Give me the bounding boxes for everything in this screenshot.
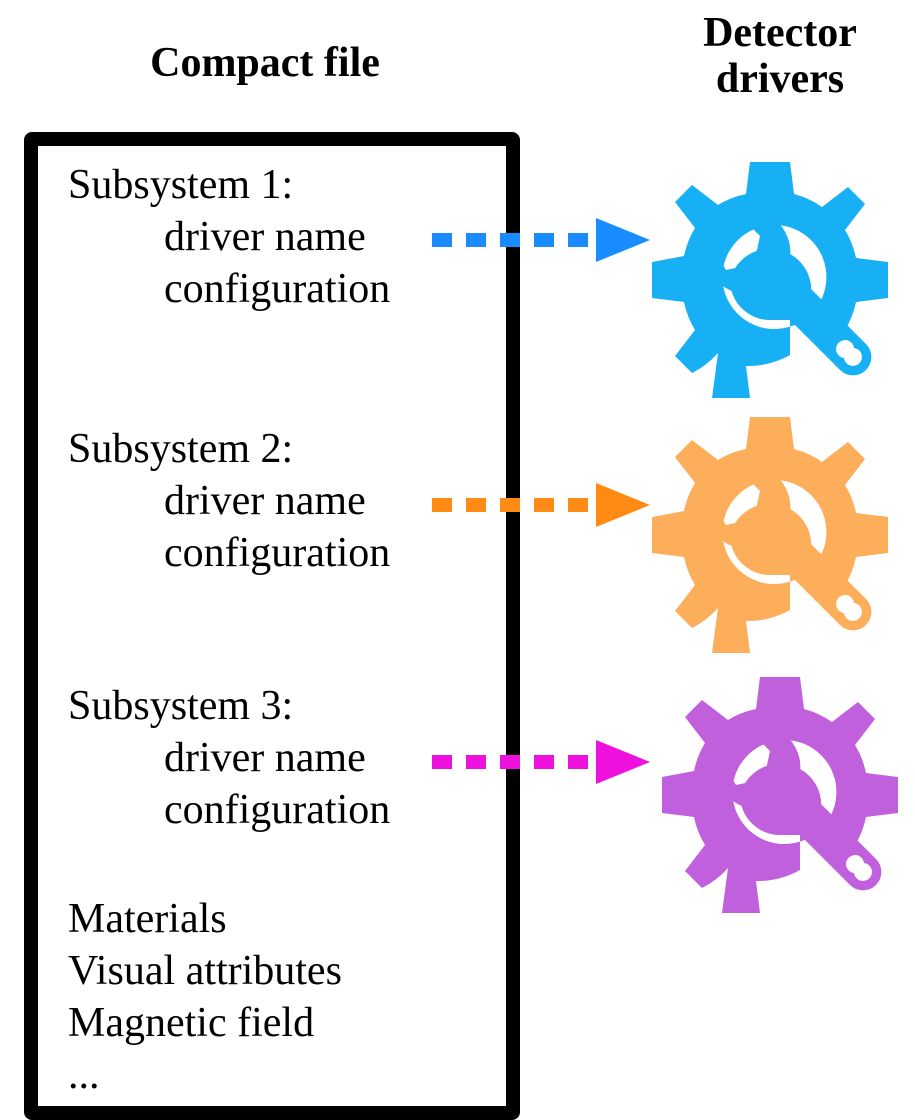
detector-drivers-title-line1: Detector	[703, 10, 857, 56]
subsystem-2-label: Subsystem 2:	[68, 426, 294, 472]
subsystem-3-configuration: configuration	[164, 787, 391, 833]
gear-wrench-icon-2	[652, 417, 888, 653]
gear-wrench-icon-3	[662, 677, 898, 913]
extra-materials: Materials	[68, 896, 227, 942]
compact-file-title: Compact file	[150, 40, 380, 86]
compact-file-box	[24, 132, 520, 1120]
extra-visual-attributes: Visual attributes	[68, 948, 342, 994]
subsystem-3-driver-name: driver name	[164, 735, 366, 781]
extra-ellipsis: ...	[68, 1052, 100, 1098]
subsystem-1-driver-name: driver name	[164, 214, 366, 260]
subsystem-3-label: Subsystem 3:	[68, 683, 294, 729]
subsystem-1-configuration: configuration	[164, 266, 391, 312]
extra-magnetic-field: Magnetic field	[68, 1000, 315, 1046]
subsystem-2-driver-name: driver name	[164, 478, 366, 524]
subsystem-2-configuration: configuration	[164, 530, 391, 576]
gear-wrench-icon-1	[652, 162, 888, 398]
subsystem-1-label: Subsystem 1:	[68, 162, 294, 208]
detector-drivers-title: Detector drivers	[660, 10, 900, 102]
detector-drivers-title-line2: drivers	[715, 56, 845, 102]
